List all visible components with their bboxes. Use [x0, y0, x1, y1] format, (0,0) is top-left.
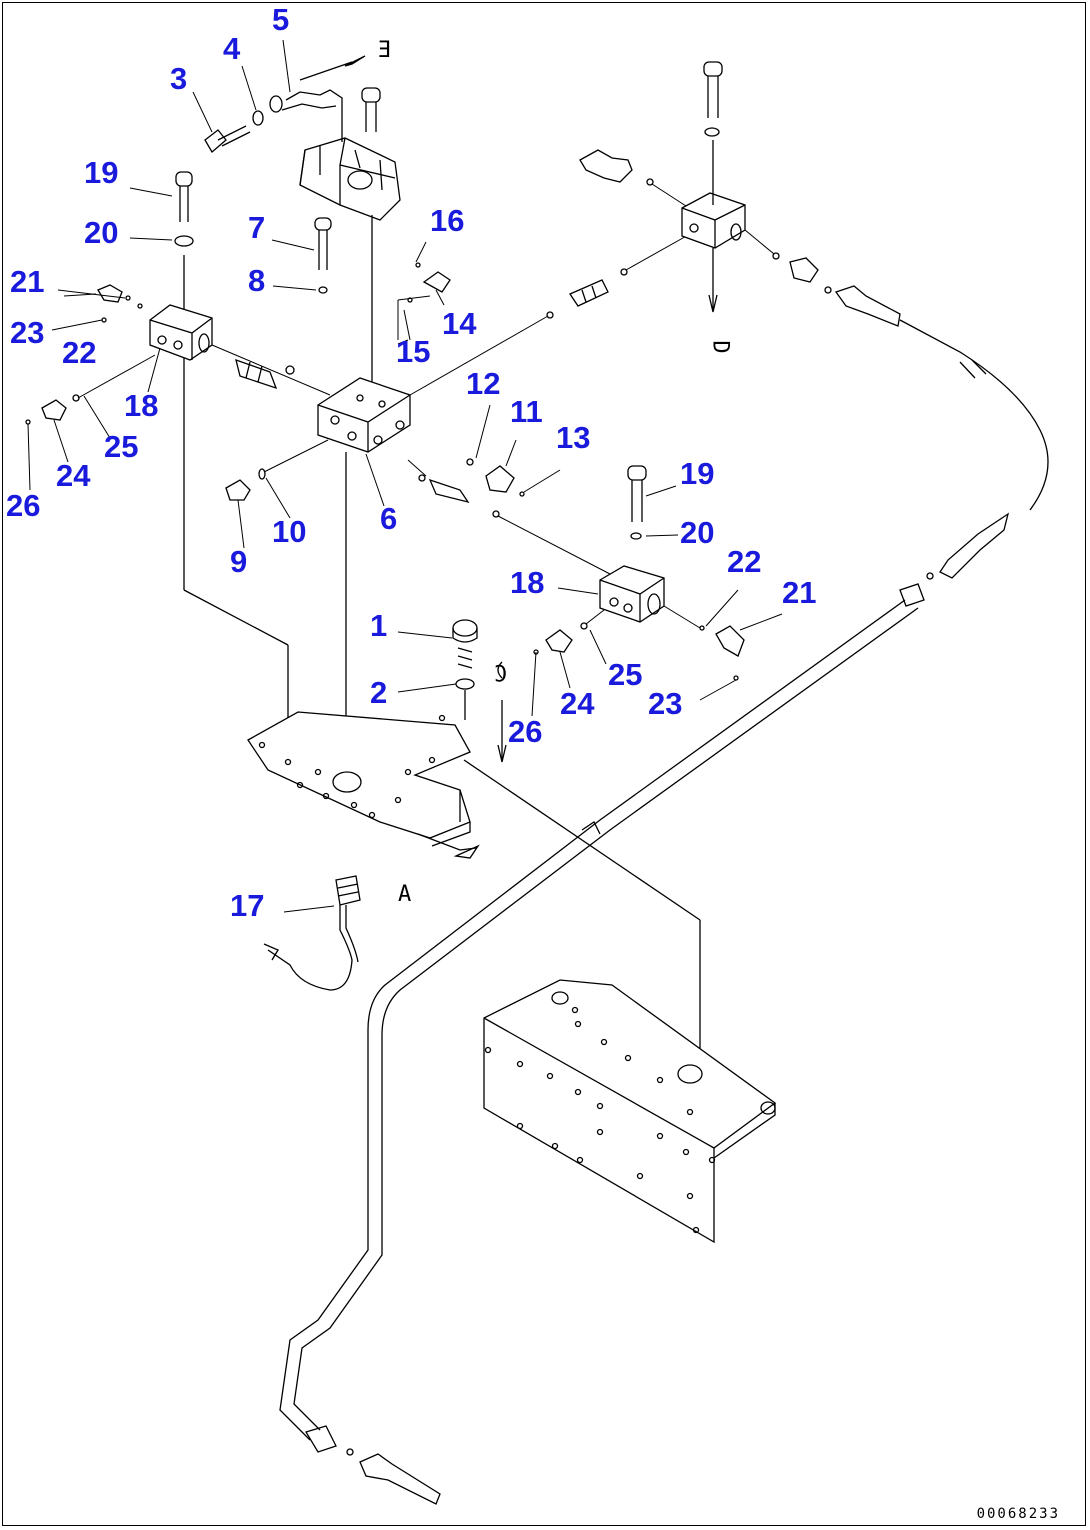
callout-17: 17 [230, 888, 265, 923]
callout-11: 11 [510, 394, 543, 429]
callout-19-right: 19 [680, 456, 715, 491]
fittings-11-13 [407, 458, 611, 575]
callout-22-right: 22 [727, 544, 762, 579]
callout-20-left: 20 [84, 215, 119, 250]
lower-bracket [483, 979, 777, 1244]
callout-21-left: 21 [10, 264, 45, 299]
callout-12: 12 [466, 366, 501, 401]
callout-15: 15 [396, 334, 431, 369]
callout-26-left: 26 [6, 488, 41, 523]
callout-21-right: 21 [782, 575, 817, 610]
callout-24-right: 24 [560, 686, 595, 721]
drawing-code: 00068233 [976, 1506, 1060, 1522]
switch-17 [263, 875, 361, 991]
elbow-9 [225, 439, 329, 501]
bolt-7 [314, 217, 332, 294]
button-1 [452, 619, 507, 763]
connection-letter-d: D [707, 340, 733, 354]
callout-10: 10 [272, 514, 307, 549]
callout-25-right: 25 [608, 657, 643, 692]
callout-18-right: 18 [510, 565, 545, 600]
callout-3: 3 [170, 61, 188, 96]
hose-5 [281, 55, 366, 142]
mounting-plate [247, 711, 701, 1070]
callout-5: 5 [272, 2, 290, 37]
callout-2: 2 [370, 675, 388, 710]
callout-26-right: 26 [508, 714, 543, 749]
callout-19-left: 19 [84, 155, 119, 190]
callout-24-left: 24 [56, 458, 91, 493]
callout-6: 6 [380, 501, 398, 536]
callout-9: 9 [230, 544, 248, 579]
callout-25-left: 25 [104, 429, 139, 464]
callout-13: 13 [556, 420, 591, 455]
solenoid-valve [299, 87, 401, 410]
connection-letter-c: C [494, 659, 508, 684]
callout-22-left: 22 [62, 335, 97, 370]
leader-lines [27, 39, 783, 913]
callout-23-left: 23 [10, 315, 45, 350]
bolt-3 [204, 95, 283, 154]
callout-7: 7 [248, 210, 266, 245]
callout-14: 14 [442, 306, 477, 341]
long-pipe [279, 599, 919, 1505]
callout-16: 16 [430, 203, 465, 238]
callout-23-right: 23 [648, 686, 683, 721]
upper-connector [409, 233, 691, 396]
callout-8: 8 [248, 263, 266, 298]
block-upper-right [579, 61, 901, 327]
fittings-14-16 [397, 262, 451, 340]
bolt-19-left [174, 171, 289, 760]
callout-1: 1 [370, 608, 388, 643]
connection-letter-a: A [398, 882, 412, 907]
callout-18-left: 18 [124, 388, 159, 423]
block-18-right [533, 465, 745, 681]
connection-letter-e: E [378, 38, 392, 63]
long-hose-right [899, 319, 1049, 607]
callout-4: 4 [223, 31, 241, 66]
connector-left-center [211, 344, 331, 396]
callout-20-right: 20 [680, 515, 715, 550]
